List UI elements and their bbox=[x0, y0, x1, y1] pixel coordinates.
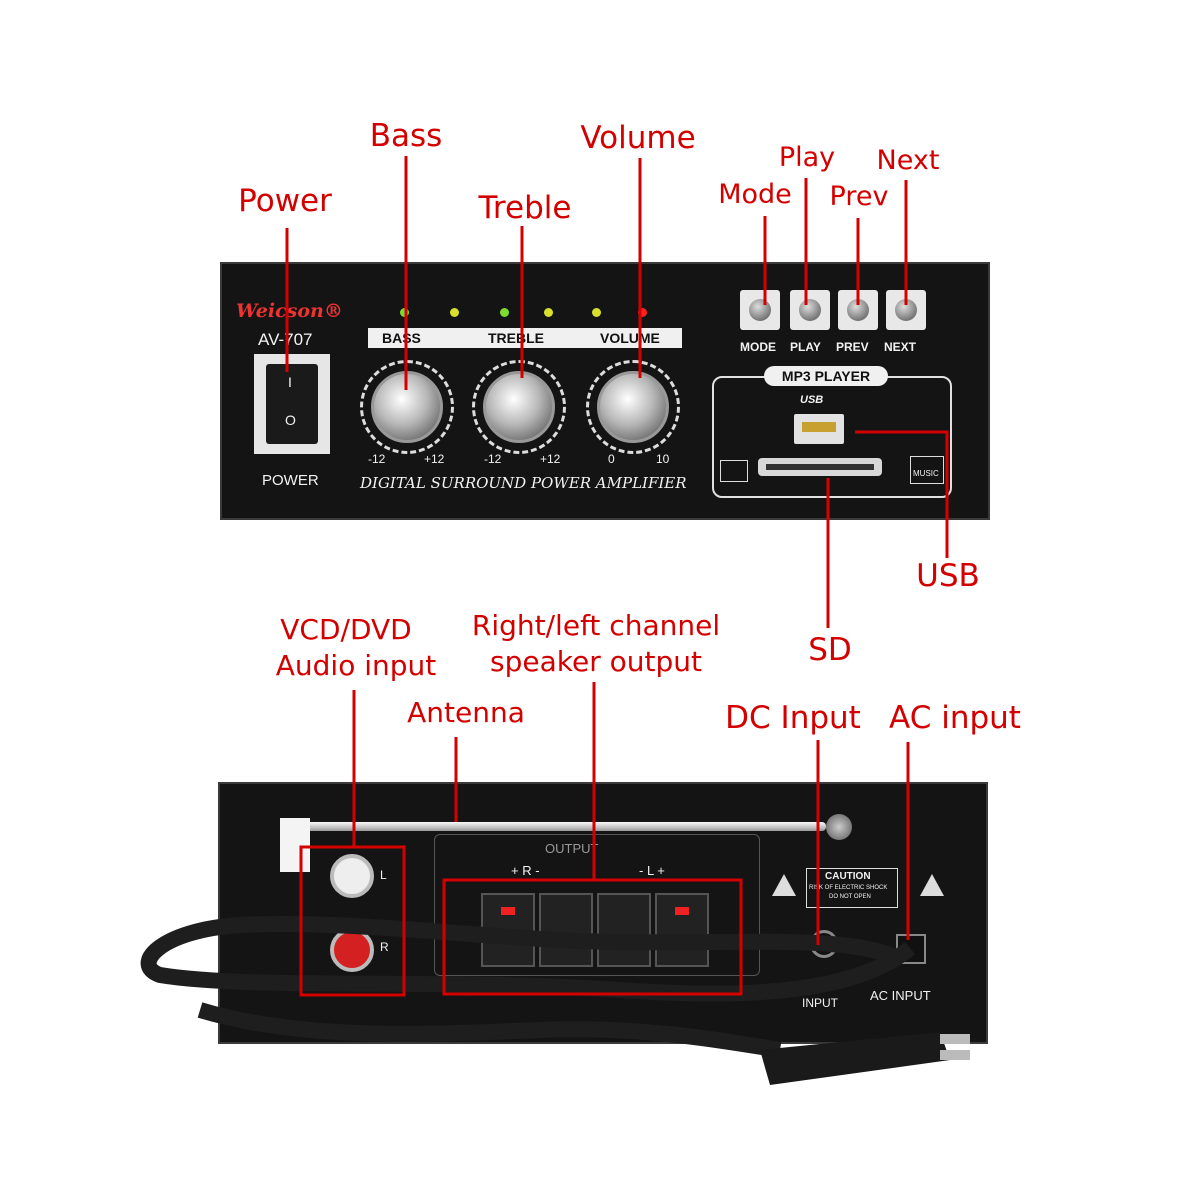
mp3-label: MP3 PLAYER bbox=[781, 368, 871, 384]
caution-title: CAUTION bbox=[825, 871, 871, 882]
treble-label: TREBLE bbox=[488, 330, 544, 346]
l-terminal-label: - L + bbox=[639, 863, 665, 878]
dc-input-label: INPUT bbox=[802, 996, 838, 1010]
callout-speaker-line1: Right/left channel bbox=[471, 609, 721, 642]
callout-vcd-dvd: VCD/DVD bbox=[280, 613, 412, 646]
usb-logo: USB bbox=[800, 394, 824, 406]
callout-next: Next bbox=[876, 145, 940, 176]
callout-bass: Bass bbox=[369, 118, 443, 154]
callout-mode: Mode bbox=[718, 179, 792, 210]
caution-label: CAUTION RISK OF ELECTRIC SHOCK DO NOT OP… bbox=[806, 868, 898, 908]
callout-power: Power bbox=[238, 183, 332, 219]
callout-antenna: Antenna bbox=[407, 696, 525, 729]
sd-card-slot[interactable] bbox=[758, 458, 882, 476]
treble-knob[interactable] bbox=[483, 371, 555, 443]
volume-label: VOLUME bbox=[600, 330, 660, 346]
led-2 bbox=[450, 308, 459, 317]
led-3 bbox=[500, 308, 509, 317]
mp3-label-badge: MP3 PLAYER bbox=[764, 366, 888, 386]
model-label: AV-707 bbox=[258, 330, 313, 349]
switch-off-mark: O bbox=[285, 412, 296, 428]
volume-min: 0 bbox=[608, 452, 615, 466]
callout-treble: Treble bbox=[478, 190, 572, 226]
play-button-label: PLAY bbox=[790, 340, 821, 354]
led-4 bbox=[544, 308, 553, 317]
mode-button[interactable] bbox=[740, 290, 780, 330]
volume-knob[interactable] bbox=[597, 371, 669, 443]
r-terminal-label: + R - bbox=[511, 863, 540, 878]
callout-sd: SD bbox=[808, 632, 852, 668]
mode-button-label: MODE bbox=[740, 340, 776, 354]
bass-max: +12 bbox=[424, 452, 445, 466]
prev-button-label: PREV bbox=[836, 340, 869, 354]
switch-on-mark: I bbox=[288, 374, 292, 390]
treble-ring bbox=[472, 360, 566, 454]
next-button-label: NEXT bbox=[884, 340, 917, 354]
led-6 bbox=[638, 308, 647, 317]
brand-logo: Weicson® bbox=[236, 300, 343, 322]
bass-min: -12 bbox=[368, 452, 386, 466]
front-panel: Weicson® AV-707 I O POWER BASS TREBLE VO… bbox=[220, 262, 990, 520]
volume-ring bbox=[586, 360, 680, 454]
usb-port[interactable] bbox=[794, 414, 844, 444]
knob-label-strip: BASS TREBLE VOLUME bbox=[368, 328, 682, 348]
callout-audio-input: Audio input bbox=[275, 649, 437, 682]
antenna-rod[interactable] bbox=[286, 822, 826, 831]
amplifier-subtitle: DIGITAL SURROUND POWER AMPLIFIER bbox=[360, 474, 687, 492]
microsd-icon bbox=[720, 460, 748, 482]
power-switch-bezel: I O bbox=[254, 354, 330, 454]
callout-ac-input: AC input bbox=[889, 700, 1021, 736]
callout-dc-input: DC Input bbox=[725, 700, 861, 736]
power-switch[interactable]: I O bbox=[266, 364, 318, 444]
caution-line-1: RISK OF ELECTRIC SHOCK bbox=[809, 885, 888, 891]
power-plug bbox=[760, 1032, 950, 1085]
treble-min: -12 bbox=[484, 452, 502, 466]
antenna-mount bbox=[826, 814, 852, 840]
shock-warning-icon bbox=[920, 874, 944, 896]
output-label: OUTPUT bbox=[545, 841, 599, 856]
volume-max: 10 bbox=[656, 452, 670, 466]
power-label: POWER bbox=[262, 472, 319, 489]
callout-prev: Prev bbox=[829, 181, 889, 212]
next-button[interactable] bbox=[886, 290, 926, 330]
warning-triangle-icon bbox=[772, 874, 796, 896]
callout-usb: USB bbox=[916, 558, 980, 594]
caution-line-2: DO NOT OPEN bbox=[829, 894, 871, 900]
led-5 bbox=[592, 308, 601, 317]
bass-label: BASS bbox=[382, 330, 421, 346]
callout-volume: Volume bbox=[580, 120, 696, 156]
ac-input-label: AC INPUT bbox=[870, 988, 931, 1003]
prev-button[interactable] bbox=[838, 290, 878, 330]
callout-play: Play bbox=[778, 142, 836, 173]
callout-speaker-line2: speaker output bbox=[490, 645, 702, 678]
treble-max: +12 bbox=[540, 452, 561, 466]
